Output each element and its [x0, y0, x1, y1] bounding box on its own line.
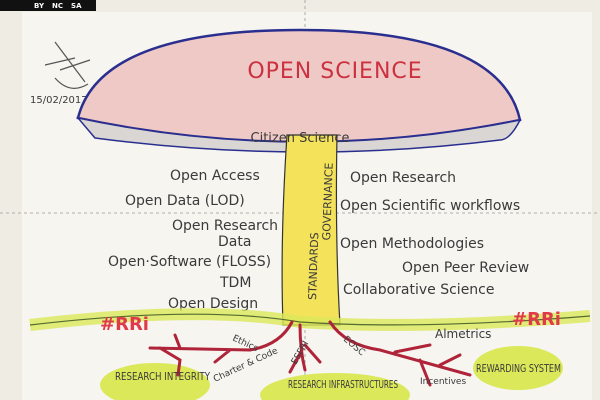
stem-label: STANDARDS GOVERNANCE — [306, 162, 336, 300]
base-highlight-rewarding — [473, 346, 563, 390]
left-item: Open Design — [168, 296, 258, 312]
left-items: Open Access Open Data (LOD) Open Researc… — [108, 168, 278, 312]
license-nc: NC — [52, 1, 64, 10]
roots — [148, 320, 472, 387]
base-label-infrastructures: RESEARCH INFRASTRUCTURES — [288, 378, 398, 391]
signature-date: 15/02/2017 — [30, 95, 88, 106]
left-item: Open Access — [170, 168, 260, 184]
root-label: Incentives — [420, 377, 466, 387]
base-labels: RESEARCH INTEGRITY RESEARCH INFRASTRUCTU… — [115, 362, 561, 391]
left-item: Open Data (LOD) — [125, 193, 245, 209]
left-item: TDM — [219, 275, 251, 291]
left-item: Data — [218, 234, 251, 250]
ground-line — [29, 313, 591, 326]
right-items: Open Research Open Scientific workflows … — [340, 170, 529, 298]
rri-tag-right: #RRi — [512, 309, 561, 330]
left-item: Open·Software (FLOSS) — [108, 254, 271, 270]
cc-license-badge: BY NC SA — [0, 0, 96, 11]
license-sa: SA — [71, 1, 82, 10]
base-highlight-infrastructures — [260, 373, 410, 400]
stem-label-governance: GOVERNANCE — [320, 162, 336, 240]
cap-underside-label: Citizen Science — [251, 131, 350, 146]
right-item: Open Scientific workflows — [340, 198, 520, 214]
cap-title: OPEN SCIENCE — [247, 59, 422, 84]
cap-underside — [76, 116, 522, 153]
stem-label-standards: STANDARDS — [306, 232, 321, 300]
right-item: Open Methodologies — [340, 236, 484, 252]
rri-tag-left: #RRi — [100, 314, 149, 335]
right-item: Collaborative Science — [343, 282, 494, 298]
signature — [44, 41, 91, 89]
root-label: Almetrics — [435, 327, 491, 341]
left-item: Open Research — [172, 218, 278, 234]
right-item: Open Research — [350, 170, 456, 186]
right-item: Open Peer Review — [402, 260, 529, 276]
base-highlight-integrity — [100, 363, 210, 400]
base-label-integrity: RESEARCH INTEGRITY — [115, 370, 210, 383]
license-by: BY — [34, 1, 45, 10]
base-label-rewarding: REWARDING SYSTEM — [476, 362, 561, 375]
